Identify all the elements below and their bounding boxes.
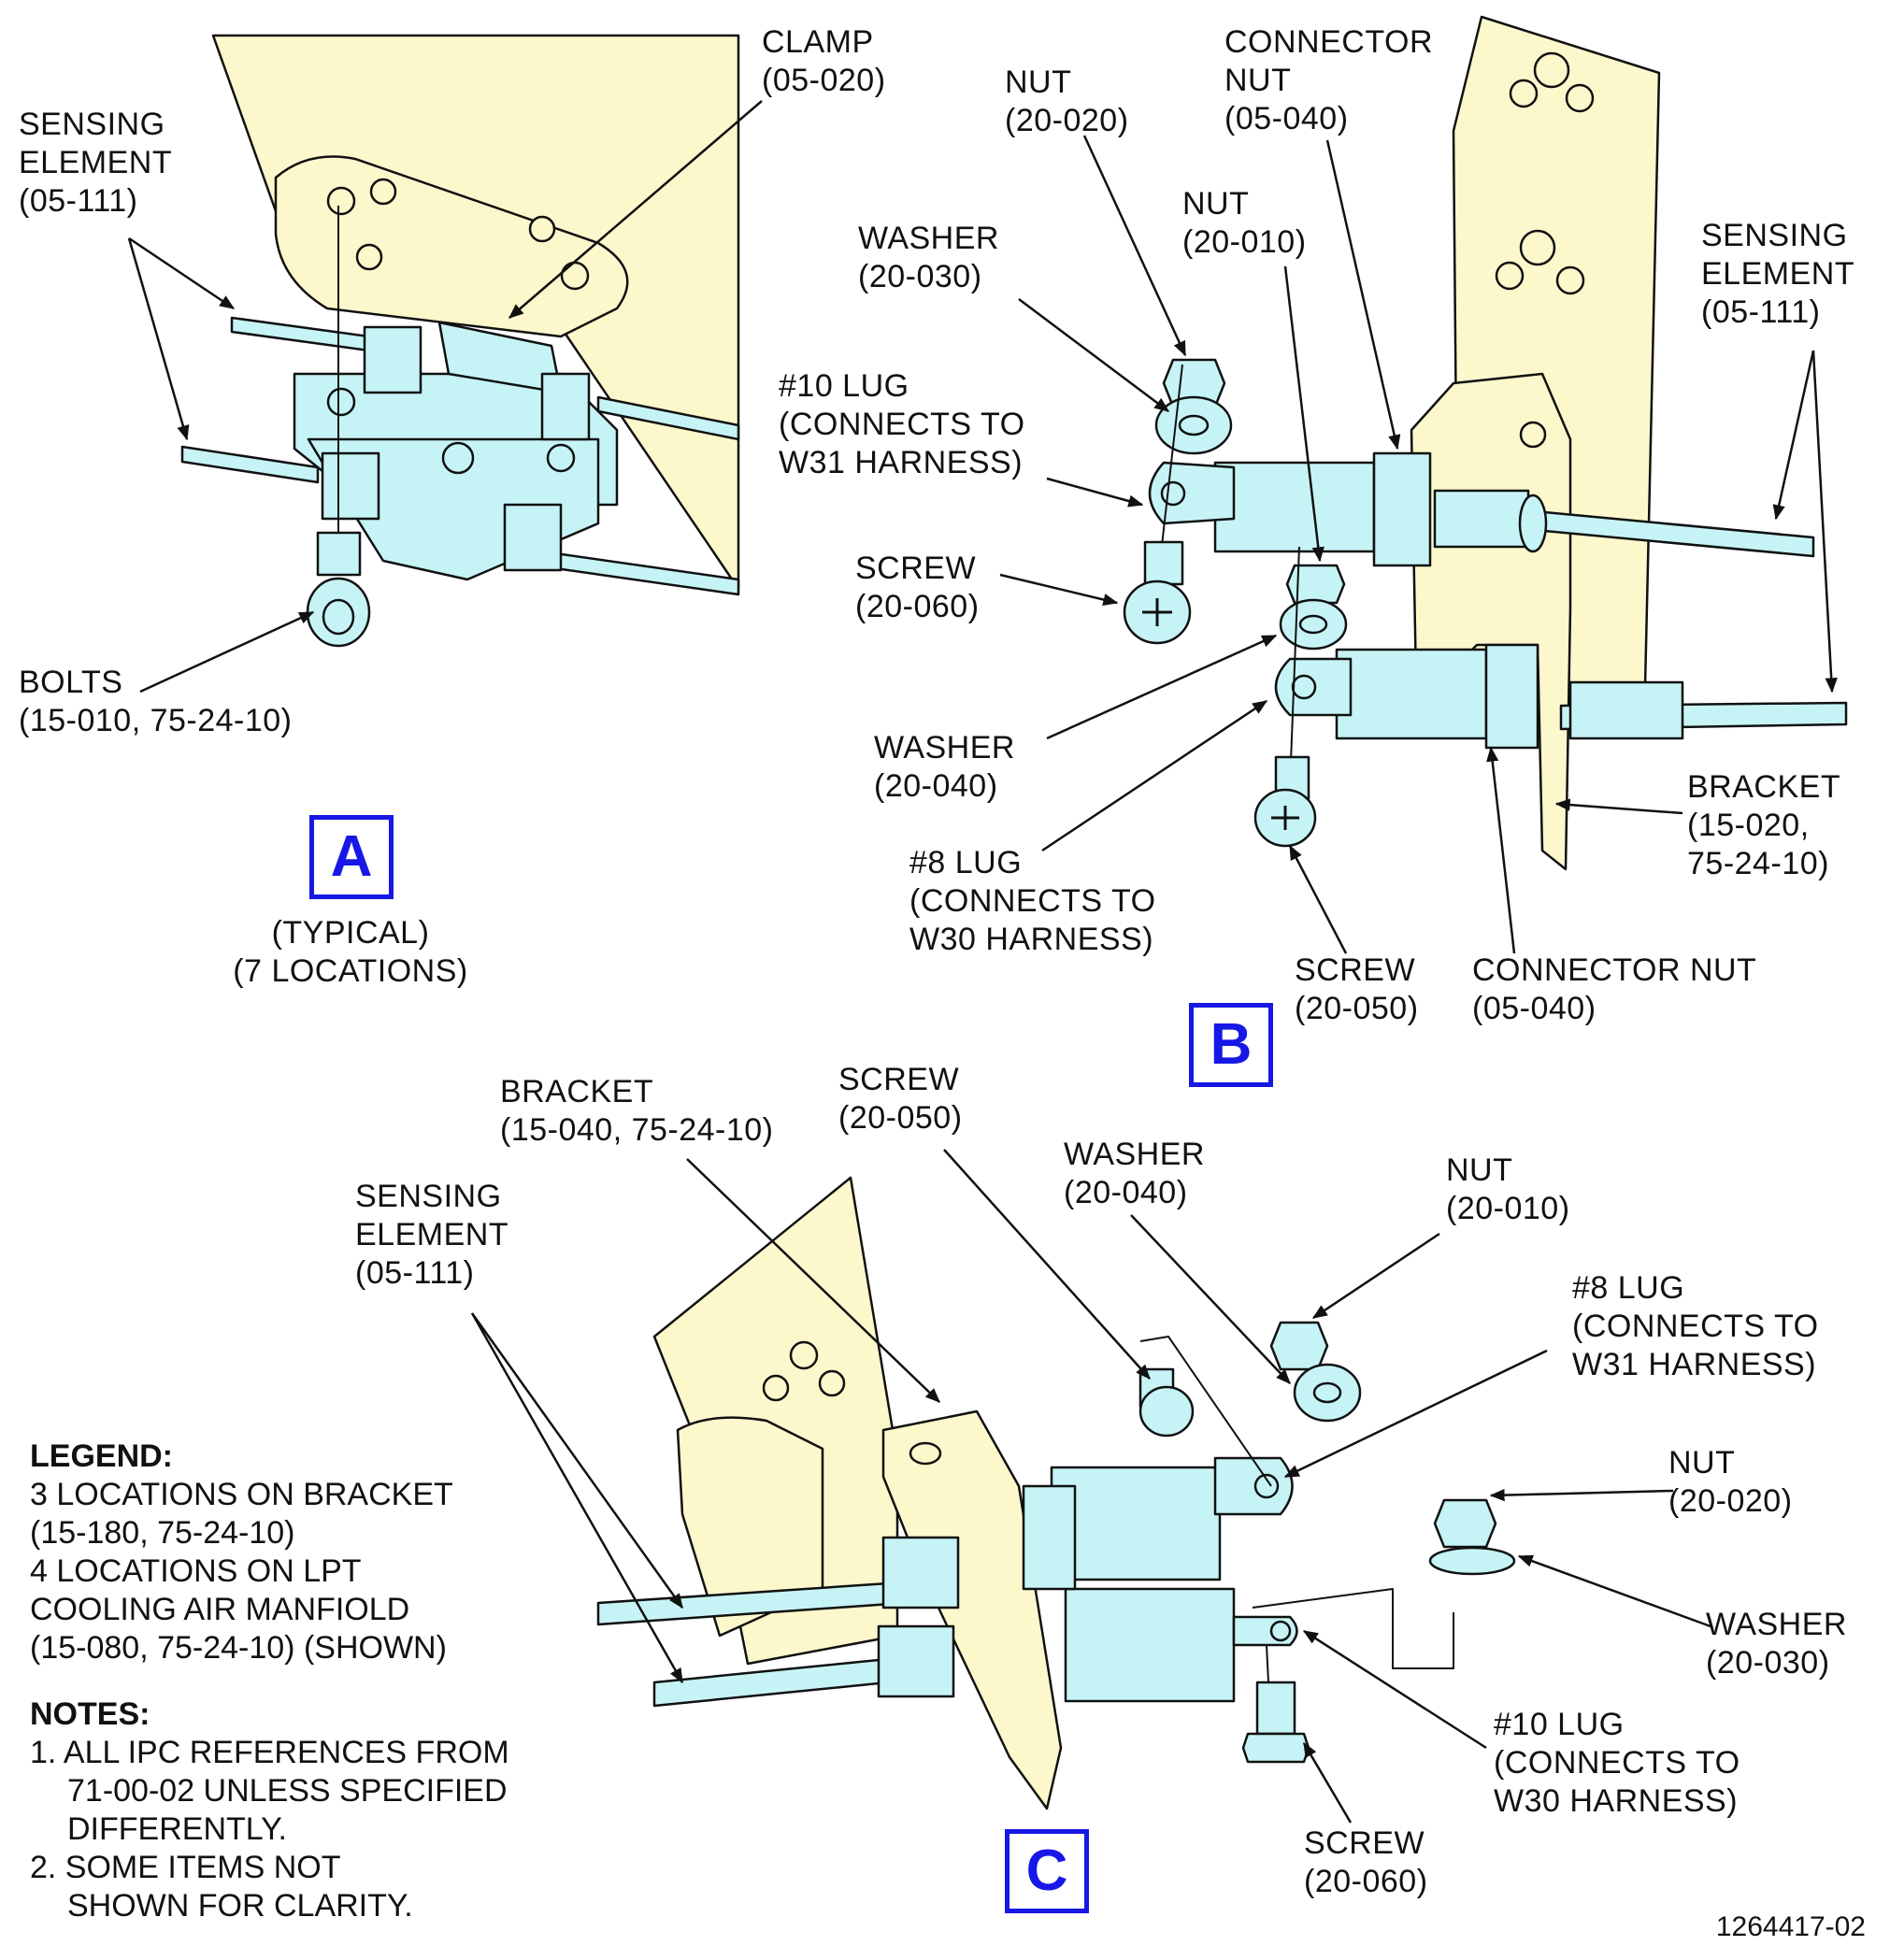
note-2-cont: SHOWN FOR CLARITY.: [67, 1888, 413, 1924]
label-b-nut-20-020: NUT (20-020): [1005, 64, 1129, 138]
legend-line: 3 LOCATIONS ON BRACKET: [30, 1477, 453, 1512]
note-1-cont: DIFFERENTLY.: [67, 1811, 287, 1847]
view-b-artwork: [1123, 15, 1848, 871]
figure-id: 1264417-02: [1715, 1911, 1866, 1942]
label-b-lug-8: #8 LUG (CONNECTS TO W30 HARNESS): [909, 845, 1156, 957]
label-c-bracket: BRACKET (15-040, 75-24-10): [500, 1074, 774, 1148]
label-b-screw-20-050: SCREW (20-050): [1295, 952, 1419, 1026]
label-c-sensing-element: SENSING ELEMENT (05-111): [355, 1179, 509, 1291]
legend-line: (15-080, 75-24-10) (SHOWN): [30, 1630, 447, 1666]
label-b-sensing-element: SENSING ELEMENT (05-111): [1701, 218, 1855, 330]
view-c-bracket: [881, 1409, 1063, 1810]
label-b-screw-20-060: SCREW (20-060): [855, 551, 980, 624]
label-a-clamp: CLAMP (05-020): [762, 24, 886, 98]
label-c-lug-8: #8 LUG (CONNECTS TO W31 HARNESS): [1572, 1270, 1819, 1382]
view-b-tag: B: [1189, 1003, 1273, 1087]
legend-heading: LEGEND:: [30, 1438, 173, 1474]
legend-line: 4 LOCATIONS ON LPT: [30, 1553, 362, 1589]
legend-notes-block: LEGEND: 3 LOCATIONS ON BRACKET (15-180, …: [30, 1438, 509, 1925]
label-c-lug-10: #10 LUG (CONNECTS TO W30 HARNESS): [1494, 1707, 1740, 1819]
view-b-screw-20-060: [1143, 540, 1184, 586]
leader-lines: [127, 100, 1838, 1824]
view-a-sensing-element-lower: [180, 445, 320, 484]
label-a-bolts: BOLTS (15-010, 75-24-10): [19, 665, 293, 738]
view-a-tag: A: [309, 815, 394, 899]
view-b-nut-20-010: [1285, 564, 1346, 605]
view-c-screw-20-060: [1255, 1681, 1296, 1736]
label-b-bracket: BRACKET (15-020, 75-24-10): [1687, 769, 1841, 881]
view-c-washer-20-030: [1428, 1546, 1516, 1576]
label-c-washer-20-040: WASHER (20-040): [1064, 1137, 1205, 1210]
note-2: 2. SOME ITEMS NOT: [30, 1850, 341, 1885]
label-c-screw-20-060: SCREW (20-060): [1304, 1825, 1428, 1899]
view-b-lug-10: [1148, 461, 1236, 525]
label-b-connector-nut-bottom: CONNECTOR NUT (05-040): [1472, 952, 1757, 1026]
label-c-washer-20-030: WASHER (20-030): [1706, 1607, 1847, 1681]
view-c-artwork: [596, 1176, 1516, 1810]
view-c-tag: C: [1005, 1829, 1089, 1913]
view-c-nut-20-020: [1433, 1498, 1497, 1549]
label-c-nut-20-020: NUT (20-020): [1668, 1445, 1793, 1519]
legend-line: COOLING AIR MANFIOLD: [30, 1592, 410, 1627]
view-b-bracket: [1410, 372, 1572, 871]
note-1: 1. ALL IPC REFERENCES FROM: [30, 1735, 509, 1770]
label-b-washer-20-040: WASHER (20-040): [874, 730, 1015, 804]
view-a-sensing-element-upper: [230, 316, 371, 352]
label-c-nut-20-010: NUT (20-010): [1446, 1152, 1570, 1226]
label-c-screw-20-050: SCREW (20-050): [838, 1062, 963, 1136]
label-b-nut-20-010: NUT (20-010): [1182, 186, 1307, 260]
view-c-nut-20-010: [1269, 1321, 1329, 1371]
label-b-connector-nut-top: CONNECTOR NUT (05-040): [1224, 24, 1433, 136]
note-1-cont: 71-00-02 UNLESS SPECIFIED: [67, 1773, 508, 1809]
label-a-sensing-element: SENSING ELEMENT (05-111): [19, 107, 173, 219]
label-b-lug-10: #10 LUG (CONNECTS TO W31 HARNESS): [779, 368, 1025, 480]
view-a-artwork: [180, 34, 740, 648]
label-b-washer-20-030: WASHER (20-030): [858, 221, 999, 294]
view-a-caption: (TYPICAL) (7 LOCATIONS): [233, 915, 468, 989]
view-a-bolt: [316, 531, 362, 577]
view-c-lug-8: [1213, 1456, 1294, 1516]
notes-heading: NOTES:: [30, 1696, 150, 1732]
legend-line: (15-180, 75-24-10): [30, 1515, 295, 1551]
